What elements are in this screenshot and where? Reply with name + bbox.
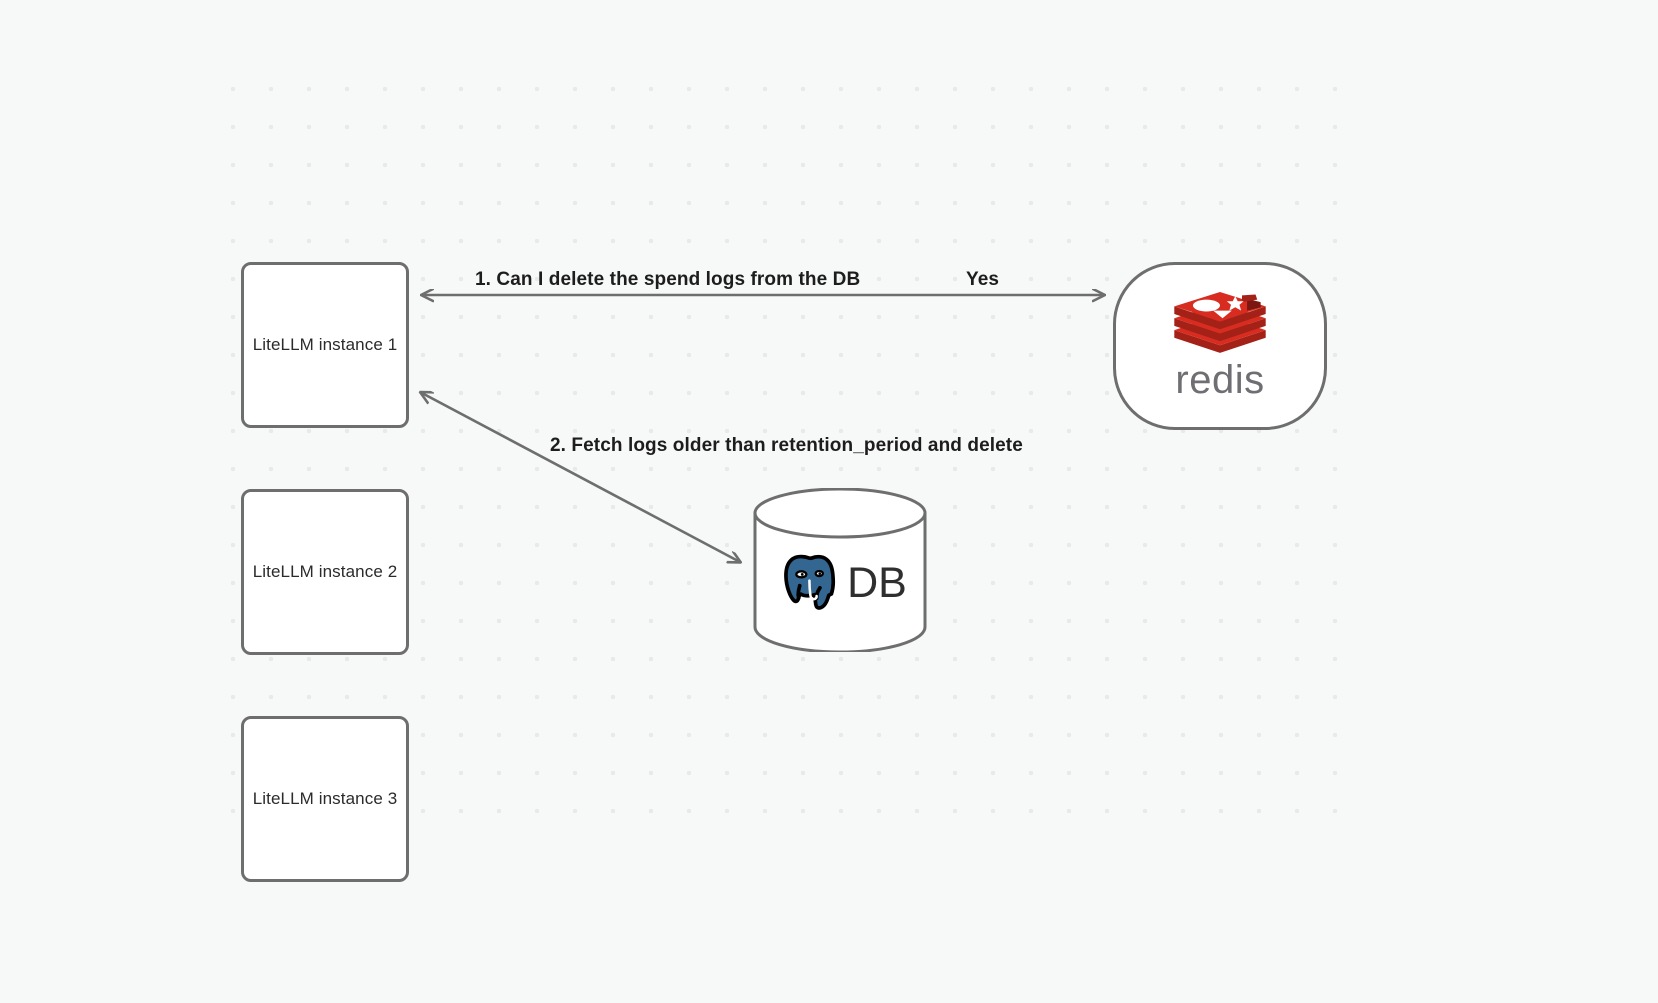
redis-wordmark: redis bbox=[1175, 358, 1265, 402]
edge-litellm1-to-db bbox=[420, 392, 740, 562]
cylinder-shape-icon bbox=[753, 488, 927, 652]
dot-grid-background bbox=[208, 62, 1348, 834]
node-label: LiteLLM instance 2 bbox=[252, 562, 398, 581]
edge-label-request: 1. Can I delete the spend logs from the … bbox=[475, 269, 861, 290]
node-redis[interactable]: redis bbox=[1113, 262, 1327, 430]
redis-logo-icon bbox=[1174, 292, 1266, 353]
node-litellm-instance-3[interactable]: LiteLLM instance 3 bbox=[241, 716, 409, 882]
node-label: LiteLLM instance 3 bbox=[252, 789, 398, 808]
node-label: LiteLLM instance 1 bbox=[252, 335, 398, 354]
node-db[interactable]: DB bbox=[752, 488, 928, 652]
postgresql-elephant-icon bbox=[784, 554, 836, 610]
edge-label-response: Yes bbox=[966, 269, 1000, 290]
node-litellm-instance-1[interactable]: LiteLLM instance 1 bbox=[241, 262, 409, 428]
db-label: DB bbox=[847, 558, 907, 607]
edge-label-fetch-delete: 2. Fetch logs older than retention_perio… bbox=[550, 435, 1023, 456]
node-litellm-instance-2[interactable]: LiteLLM instance 2 bbox=[241, 489, 409, 655]
